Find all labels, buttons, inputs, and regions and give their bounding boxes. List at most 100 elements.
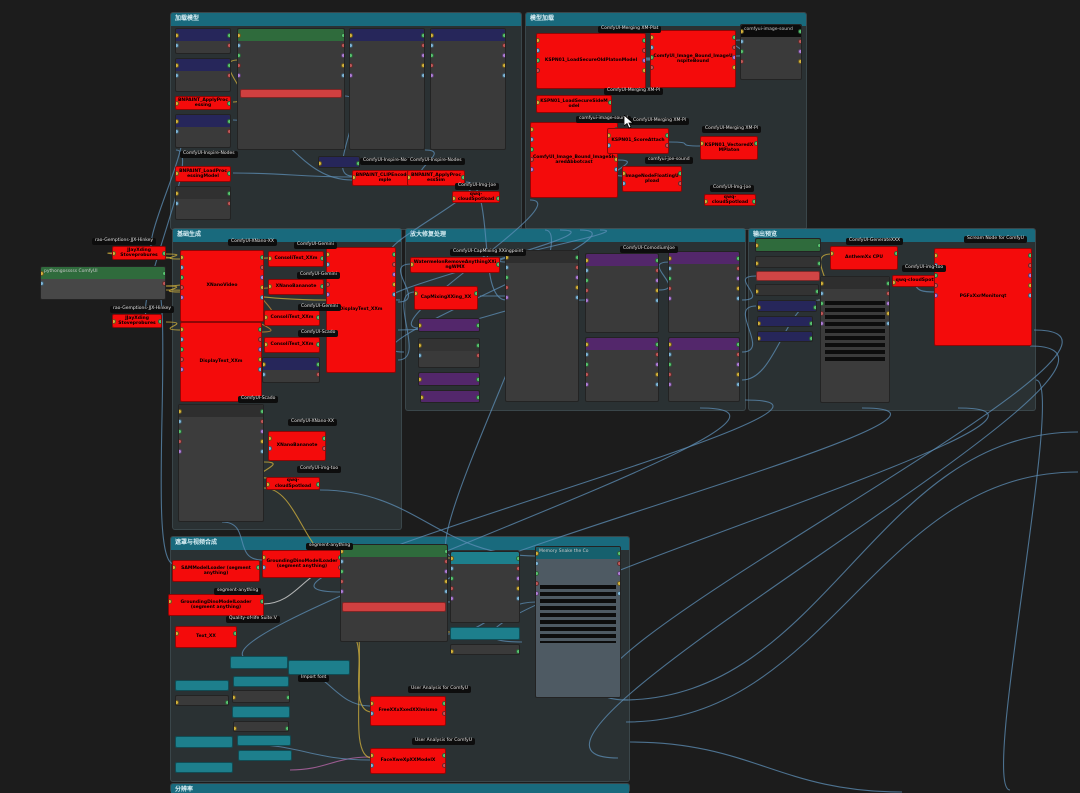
node-comfyui-image-sound[interactable]: comfyui-image-sound — [740, 24, 802, 80]
input-port[interactable] — [935, 283, 938, 288]
output-port[interactable] — [655, 382, 658, 387]
output-port[interactable] — [421, 73, 424, 78]
output-port[interactable] — [227, 101, 230, 106]
output-port[interactable] — [260, 449, 263, 454]
node-header[interactable] — [176, 696, 228, 705]
input-port[interactable] — [451, 566, 454, 571]
node-header[interactable] — [756, 239, 820, 251]
output-port[interactable] — [736, 256, 739, 261]
output-port[interactable] — [809, 321, 812, 326]
input-port[interactable] — [263, 372, 266, 377]
node-solid[interactable] — [342, 602, 446, 612]
input-port[interactable] — [371, 711, 374, 716]
output-port[interactable] — [575, 255, 578, 260]
input-port[interactable] — [265, 342, 268, 347]
input-port[interactable] — [179, 449, 182, 454]
input-port[interactable] — [431, 53, 434, 58]
node-solid[interactable] — [230, 656, 288, 669]
input-port[interactable] — [586, 288, 589, 293]
output-port[interactable] — [341, 43, 344, 48]
input-port[interactable] — [669, 382, 672, 387]
node-solid[interactable] — [238, 750, 292, 761]
node-title-badge[interactable]: rao-Gemptions-JJX-Hinkey — [110, 306, 175, 313]
output-port[interactable] — [320, 284, 323, 289]
output-port[interactable] — [608, 100, 611, 105]
node-text-xx[interactable]: Text_XX — [175, 626, 237, 648]
node-solid[interactable] — [288, 660, 350, 675]
input-port[interactable] — [651, 45, 654, 50]
input-port[interactable] — [537, 58, 540, 63]
node-frame[interactable] — [430, 28, 506, 150]
output-port[interactable] — [316, 372, 319, 377]
input-port[interactable] — [821, 301, 824, 306]
node-title-badge[interactable]: segment-anything — [306, 543, 354, 550]
node-header[interactable] — [350, 29, 424, 41]
input-port[interactable] — [176, 700, 179, 705]
output-port[interactable] — [617, 571, 620, 576]
output-port[interactable] — [260, 285, 263, 290]
input-port[interactable] — [741, 59, 744, 64]
output-port[interactable] — [502, 53, 505, 58]
input-port[interactable] — [537, 100, 540, 105]
output-port[interactable] — [260, 409, 263, 414]
input-port[interactable] — [176, 43, 179, 48]
output-port[interactable] — [617, 591, 620, 596]
output-port[interactable] — [642, 48, 645, 53]
output-port[interactable] — [227, 129, 230, 134]
node-header[interactable]: pythongosssss ComfyUI — [41, 267, 165, 279]
node-header[interactable] — [669, 338, 739, 350]
input-port[interactable] — [586, 372, 589, 377]
input-port[interactable] — [173, 565, 176, 570]
node-title-badge[interactable]: comfyui-image-sound — [576, 116, 631, 123]
input-port[interactable] — [705, 199, 708, 204]
node-xnanovideo[interactable]: XNanoVideo — [180, 250, 264, 322]
output-port[interactable] — [421, 43, 424, 48]
input-port[interactable] — [113, 319, 116, 324]
input-port[interactable] — [269, 446, 272, 451]
wire[interactable] — [621, 431, 1079, 701]
node-solid[interactable] — [233, 676, 289, 687]
node-header[interactable] — [238, 29, 344, 41]
input-port[interactable] — [267, 482, 270, 487]
node-title-badge[interactable]: ComfyUI-Inspire-Nodes — [180, 151, 238, 158]
node-title-badge[interactable]: ComfyUI-ComodiumJoe — [620, 246, 678, 253]
input-port[interactable] — [669, 352, 672, 357]
output-port[interactable] — [227, 171, 230, 176]
output-port[interactable] — [260, 265, 263, 270]
wire[interactable] — [1003, 379, 1043, 791]
node-consolitext-xxm[interactable]: ConsoliText_XXm — [264, 310, 320, 326]
input-port[interactable] — [327, 262, 330, 267]
input-port[interactable] — [608, 143, 611, 148]
node-qwq-cloudspotload[interactable]: qwq-cloudSpotload — [452, 191, 500, 203]
output-port[interactable] — [476, 343, 479, 348]
input-port[interactable] — [176, 201, 179, 206]
group-title-model-merge[interactable]: 模型加载 — [526, 13, 806, 26]
node-frame[interactable] — [820, 276, 890, 403]
input-port[interactable] — [263, 555, 266, 560]
output-port[interactable] — [316, 362, 319, 367]
node-header[interactable] — [756, 285, 818, 295]
node-header[interactable] — [341, 545, 447, 557]
input-port[interactable] — [451, 586, 454, 591]
node-header[interactable]: Memory Snake the Co — [536, 547, 620, 559]
node-solid[interactable] — [175, 762, 233, 773]
node-frame[interactable] — [418, 372, 480, 386]
node-header[interactable] — [319, 157, 359, 167]
input-port[interactable] — [431, 63, 434, 68]
output-port[interactable] — [894, 251, 897, 256]
input-port[interactable] — [176, 73, 179, 78]
node-jjayxding-stoveprobures[interactable]: JJayXding Stoveprobures — [112, 314, 162, 328]
node-header[interactable] — [431, 29, 505, 41]
input-port[interactable] — [341, 589, 344, 594]
output-port[interactable] — [665, 143, 668, 148]
input-port[interactable] — [506, 285, 509, 290]
input-port[interactable] — [431, 33, 434, 38]
input-port[interactable] — [623, 181, 626, 186]
node-qwq-cloudspotload[interactable]: qwq-cloudSpotload — [266, 477, 320, 490]
input-port[interactable] — [238, 53, 241, 58]
node-title-badge[interactable]: Import font — [298, 675, 330, 682]
output-port[interactable] — [655, 268, 658, 273]
output-port[interactable] — [642, 58, 645, 63]
input-port[interactable] — [263, 565, 266, 570]
output-port[interactable] — [444, 589, 447, 594]
